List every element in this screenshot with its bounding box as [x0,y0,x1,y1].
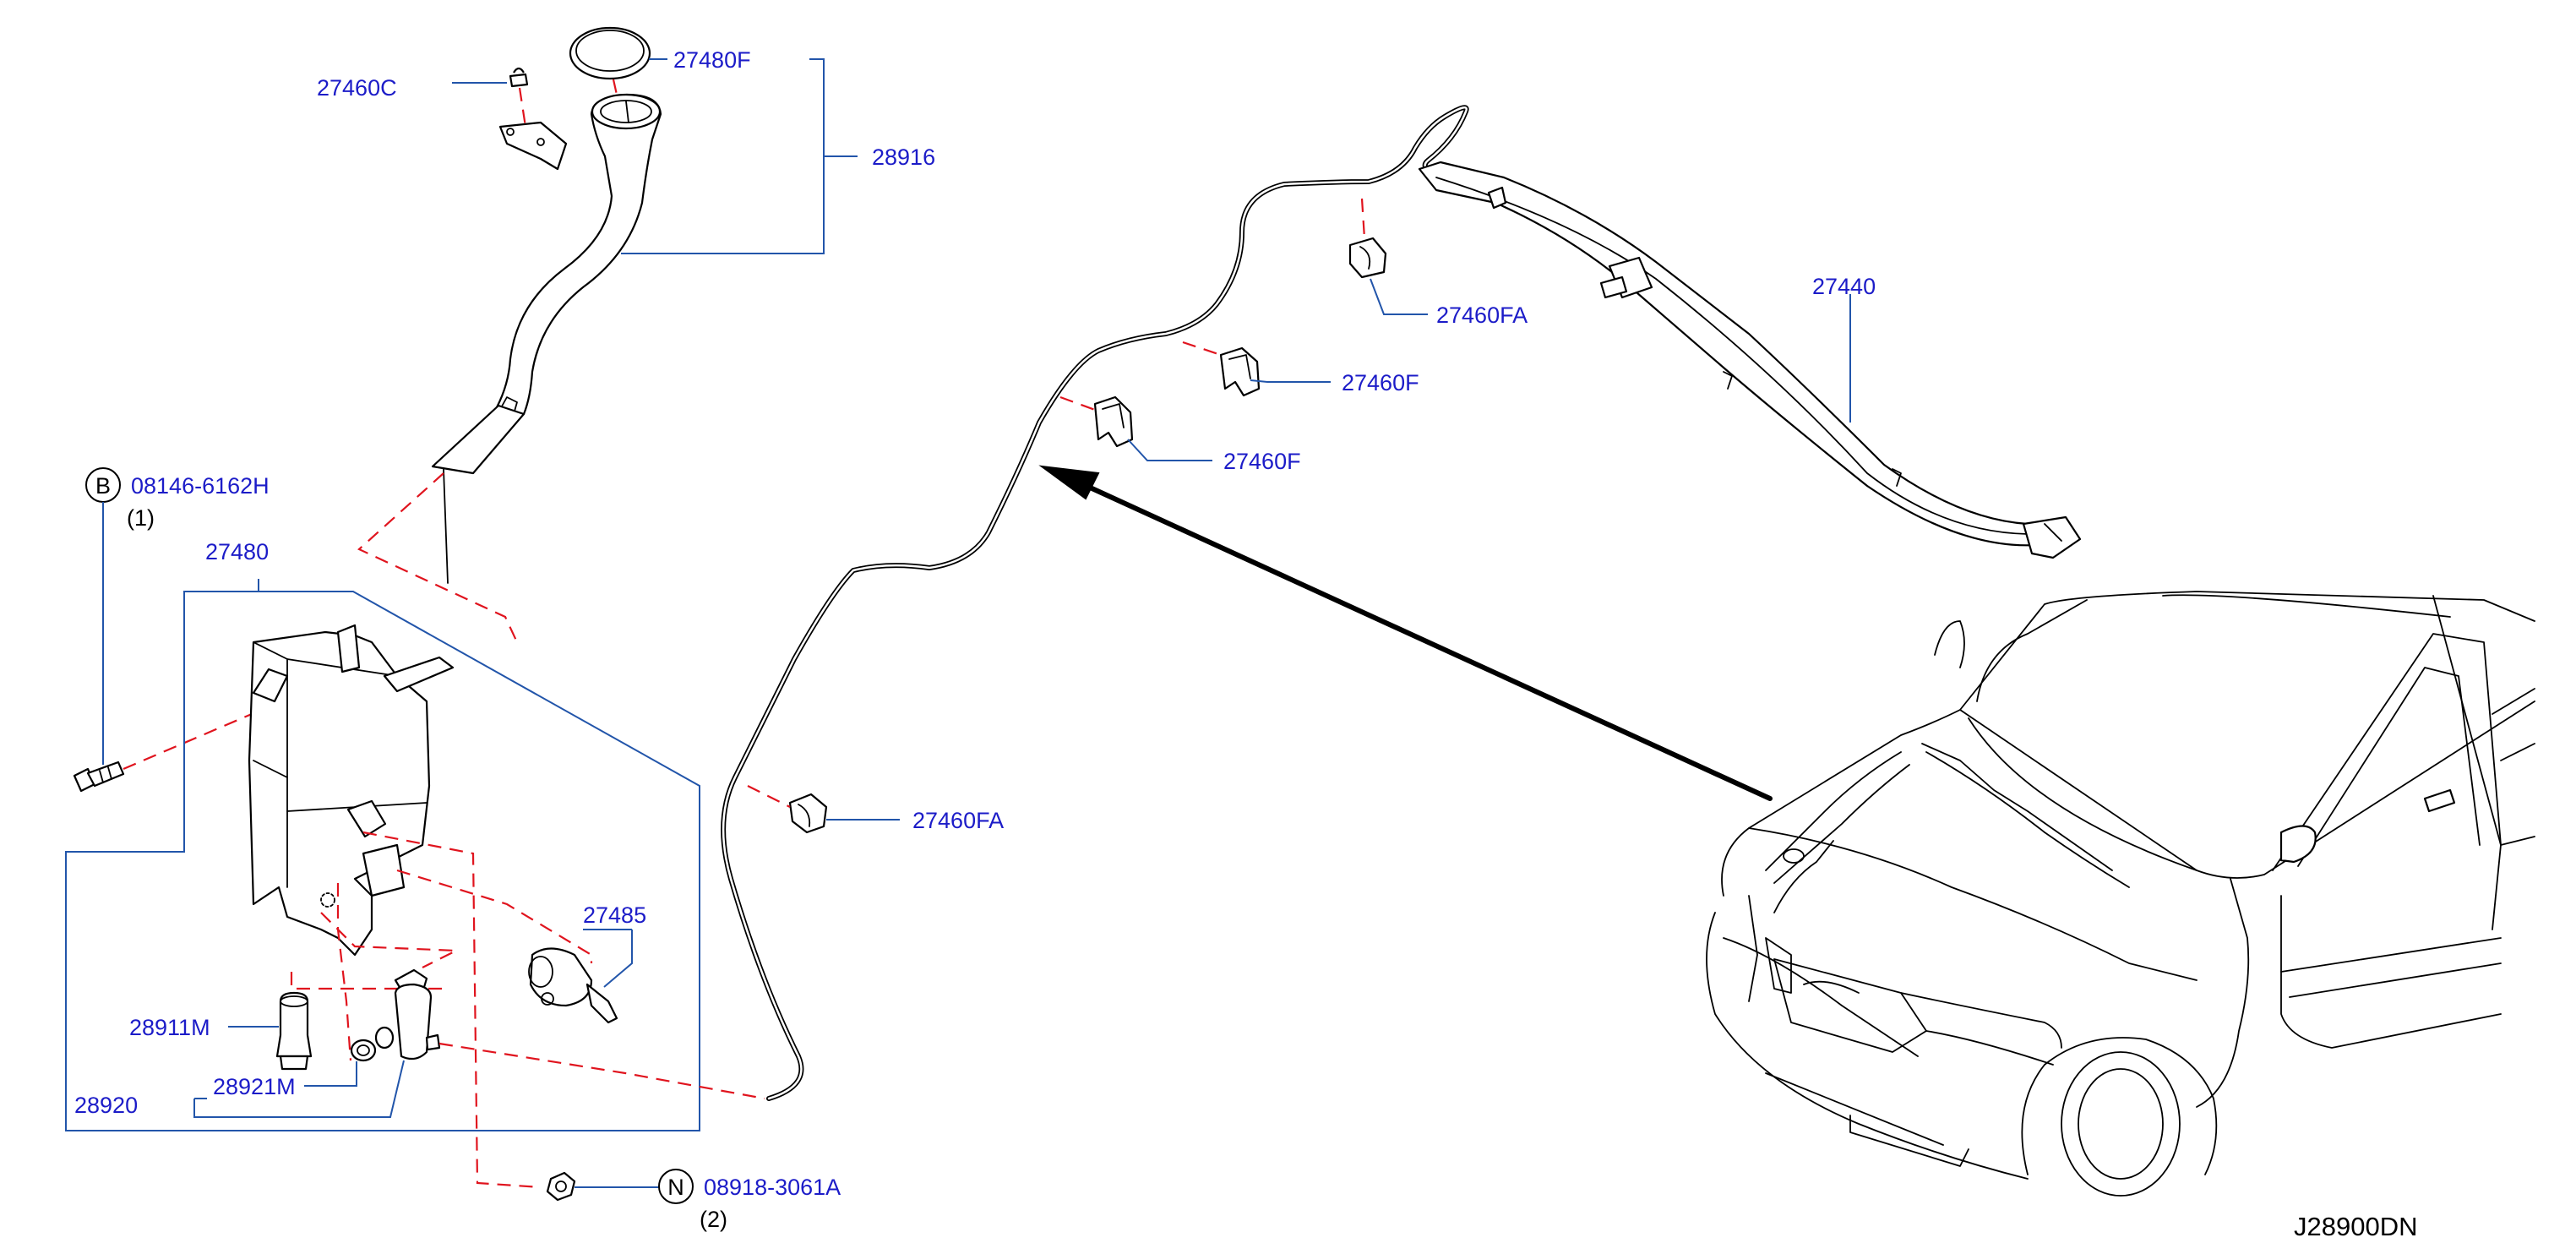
filler-cap-27480F [569,26,651,80]
clip-27460FA-mid [788,793,828,834]
label-08146: 08146-6162H [131,473,270,499]
leader-27460F-b [1127,439,1212,461]
label-27460FA-mid: 27460FA [912,808,1004,833]
dash-tank-pump [320,912,457,968]
grommet-28921M [350,1039,377,1062]
clip-27460FA-top [1348,237,1387,279]
clip-27460C [509,67,529,88]
dash-tank-nut [362,831,542,1189]
washer-pump-28920 [374,968,441,1060]
label-27460FA-top: 27460FA [1436,303,1528,328]
nut-symbol-circle [658,1169,694,1204]
label-28911M: 28911M [129,1015,210,1040]
label-28920: 28920 [74,1093,138,1118]
label-28916: 28916 [872,144,935,170]
label-27460F-a: 27460F [1342,370,1419,395]
dash-27460FA-top [1360,198,1366,239]
box-27480 [65,579,700,1131]
level-sensor-27485 [528,947,618,1024]
label-27460C: 27460C [317,75,397,101]
location-arrow [1038,465,1773,801]
dash-pump-hose [438,1042,765,1100]
label-27440: 27440 [1812,274,1876,299]
dash-tank-27485 [396,869,593,963]
nut-symbol-letter: N [667,1175,684,1200]
vehicle-outline [1706,591,2535,1197]
label-27480F: 27480F [673,47,751,73]
dash-27460F-b [1059,395,1096,412]
washer-tube-27440 [1418,161,2082,559]
dash-tank-28921M [336,883,352,1061]
leader-27460F-a [1250,379,1331,383]
reservoir-tank [248,624,455,957]
leader-28920 [193,1060,405,1118]
dash-27460C [518,87,527,128]
filler-neck-28916 [431,93,662,584]
dash-bolt [123,684,318,771]
clip-27460F-a [1219,346,1261,397]
label-08918-qty: (2) [700,1207,727,1232]
leader-27460FA-top [1370,278,1428,315]
label-27485: 27485 [583,902,646,928]
label-08918: 08918-3061A [704,1175,841,1200]
bolt-08146-icon [73,761,125,793]
leader-28916 [621,58,825,254]
dash-27460FA-mid [747,785,791,808]
washer-hose [721,105,1469,1101]
filter-28911M [275,991,313,1071]
dash-tank-28911M [290,972,448,990]
diagram-ref: J28900DN [2294,1212,2417,1241]
dash-27460F-a [1182,341,1222,357]
clip-27460F-b [1093,395,1134,448]
label-08146-qty: (1) [127,505,155,531]
label-27460F-b: 27460F [1223,449,1301,474]
label-28921M: 28921M [213,1074,296,1099]
bolt-symbol-letter: B [95,473,111,499]
leader-27485 [603,930,633,988]
nut-08918-icon [546,1171,576,1202]
label-27480: 27480 [205,539,269,564]
dash-cap [612,79,618,95]
leader-28921M [304,1061,357,1087]
dash-neck-tank [357,472,518,643]
